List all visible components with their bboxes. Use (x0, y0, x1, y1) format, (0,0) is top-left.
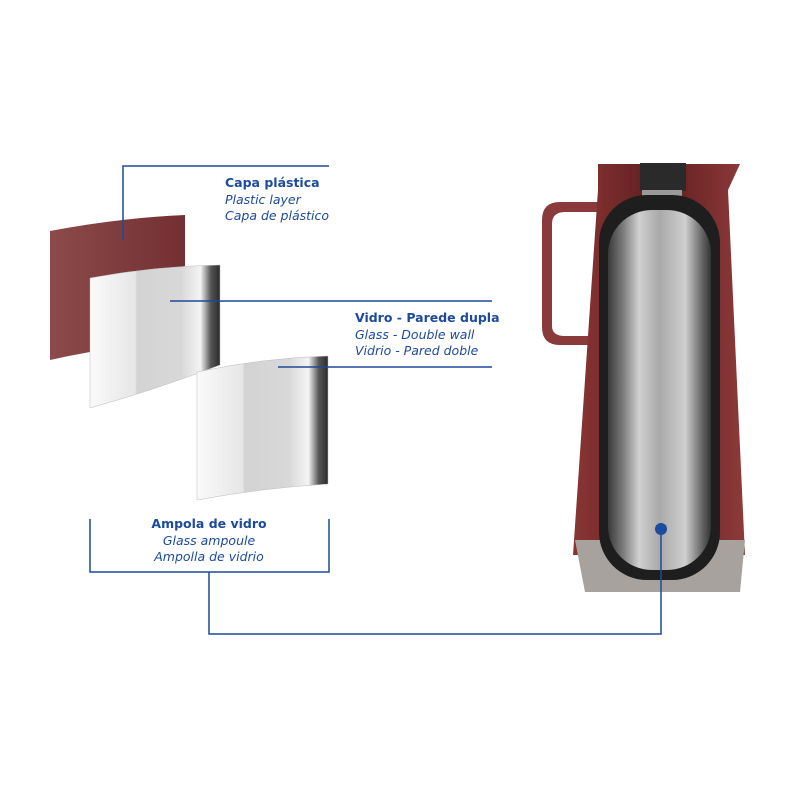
plastic-label-en: Plastic layer (225, 191, 301, 207)
glass-label-en: Glass - Double wall (355, 326, 475, 342)
ampoule-marker-dot (655, 523, 667, 535)
cap (640, 163, 686, 191)
handle (542, 202, 600, 345)
leader-lines (89, 165, 662, 635)
plastic-label-pt: Capa plástica (225, 175, 320, 190)
glass-ampoule (608, 210, 711, 570)
ampoule-label-en: Glass ampoule (162, 532, 256, 548)
inner-glass-panel (196, 355, 329, 501)
ampoule-label-es: Ampolla de vidrio (154, 549, 264, 564)
glass-label-pt: Vidro - Parede dupla (355, 310, 500, 325)
glass-wall-label: Vidro - Parede dupla Glass - Double wall… (355, 310, 500, 360)
ampoule-label-pt: Ampola de vidro (151, 516, 267, 531)
plastic-layer-label: Capa plástica Plastic layer Capa de plás… (225, 175, 329, 225)
thermos-cutaway (542, 163, 745, 592)
plastic-label-es: Capa de plástico (225, 208, 330, 223)
ampoule-label: Ampola de vidro Glass ampoule Ampolla de… (151, 516, 266, 566)
glass-label-es: Vidrio - Pared doble (355, 343, 479, 358)
